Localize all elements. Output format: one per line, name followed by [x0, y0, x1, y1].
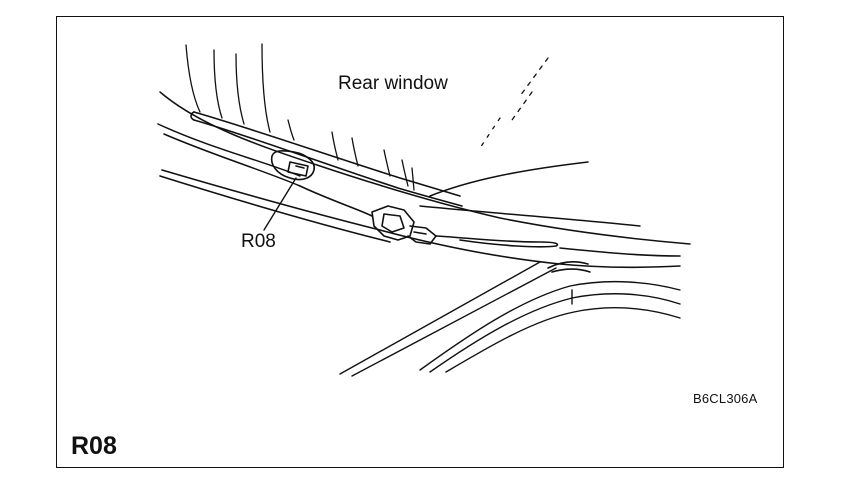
- connector-second: [371, 205, 437, 245]
- callout-leader-line: [263, 177, 297, 231]
- connector-title: R08: [71, 432, 117, 460]
- trunk-lid-edges: [159, 169, 681, 273]
- rear-window-label: Rear window: [338, 73, 448, 94]
- window-molding: [157, 91, 691, 245]
- connector-callout-label: R08: [241, 231, 276, 252]
- rear-window-glass: [185, 43, 549, 191]
- defroster-strip: [190, 111, 463, 207]
- trunk-opening: [339, 261, 681, 377]
- figure-code: B6CL306A: [693, 391, 758, 406]
- connector-r08: [270, 150, 316, 181]
- figure-frame: [56, 16, 784, 468]
